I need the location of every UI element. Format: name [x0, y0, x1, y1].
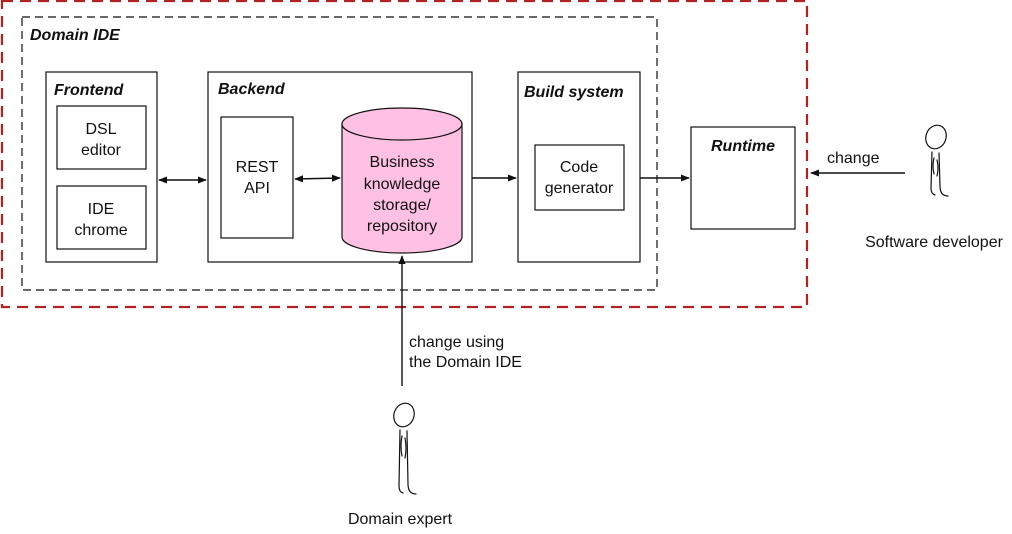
domain-expert-label: Domain expert	[348, 511, 453, 528]
ide-chrome-box	[56, 185, 147, 250]
code-generator-box	[534, 144, 625, 211]
backend-title: Backend	[218, 81, 286, 98]
storage-cylinder	[341, 107, 463, 254]
storage-line4: repository	[367, 218, 437, 235]
storage-cylinder-top	[341, 107, 463, 141]
domain-expert-figure	[393, 402, 417, 495]
storage-line2: knowledge	[364, 176, 441, 193]
storage-cylinder-body	[341, 123, 463, 254]
arrow-rest-api-storage	[294, 174, 341, 183]
ide-chrome-line2: chrome	[74, 222, 127, 239]
ide-chrome-line1: IDE	[88, 201, 115, 218]
code-generator-line2: generator	[545, 180, 614, 197]
developer-action-label: change	[827, 150, 880, 167]
dsl-editor-line1: DSL	[85, 121, 116, 138]
storage-line3: storage/	[373, 197, 431, 214]
runtime-title: Runtime	[711, 138, 775, 155]
dsl-editor-line2: editor	[81, 142, 122, 159]
software-developer-figure	[925, 124, 949, 197]
frontend-title: Frontend	[54, 82, 125, 99]
code-generator-line1: Code	[560, 159, 598, 176]
rest-api-box	[220, 116, 294, 239]
domain-ide-title: Domain IDE	[30, 27, 121, 44]
rest-api-line1: REST	[236, 159, 279, 176]
build-system-title: Build system	[524, 84, 624, 101]
rest-api-line2: API	[244, 180, 270, 197]
expert-action-line1: change using	[409, 334, 504, 351]
runtime-box	[690, 126, 796, 230]
expert-action-line2: the Domain IDE	[409, 354, 522, 371]
domain-ide-boundary	[21, 16, 658, 291]
outer-boundary	[0, 0, 809, 309]
software-developer-label: Software developer	[865, 234, 1004, 251]
storage-line1: Business	[370, 154, 435, 171]
dsl-editor-box	[56, 105, 147, 170]
